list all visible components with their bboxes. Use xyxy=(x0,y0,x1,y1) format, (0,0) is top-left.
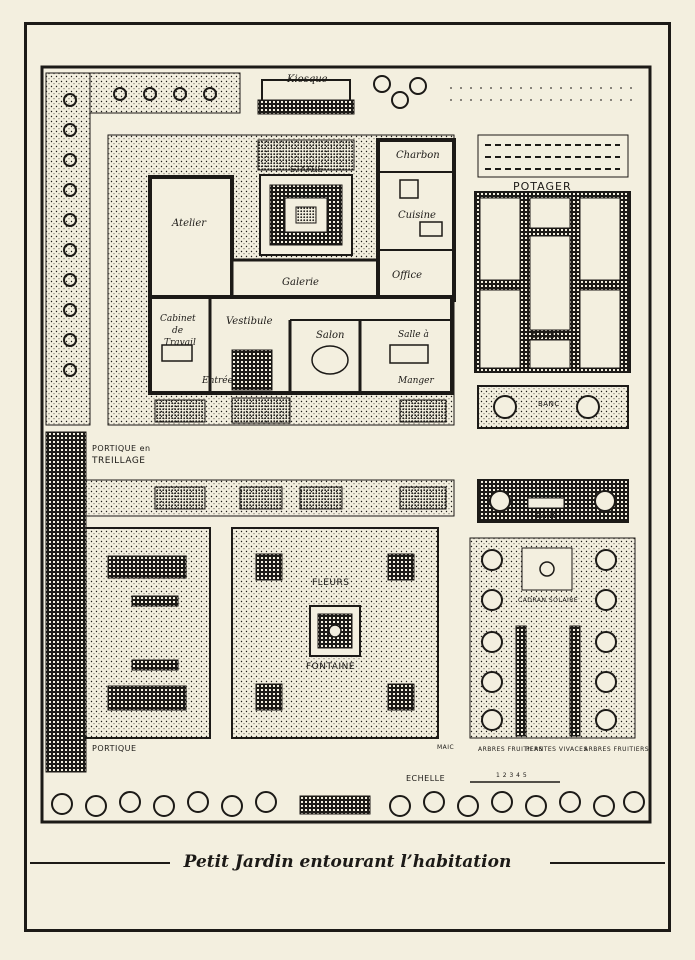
page-frame xyxy=(24,22,671,932)
caption: Petit Jardin entourant l’habitation xyxy=(30,852,665,872)
label-plantes-vivaces: PLANTES VIVACES xyxy=(526,746,588,753)
staircase xyxy=(231,349,273,391)
left-border-trees xyxy=(63,93,77,377)
label-echelle: ECHELLE xyxy=(406,774,446,783)
label-manger: Manger xyxy=(398,376,434,386)
label-cadran-solaire: CADRAN SOLAIRE xyxy=(518,597,579,604)
label-de: de xyxy=(172,326,184,336)
label-salle-a: Salle à xyxy=(398,330,429,340)
bassin xyxy=(529,339,571,369)
label-scale-ticks: 1 2 3 4 5 xyxy=(496,772,528,779)
label-fleurs: FLEURS xyxy=(312,578,350,588)
living-block xyxy=(148,295,454,395)
label-charbon: Charbon xyxy=(396,150,440,161)
caption-row: Petit Jardin entourant l’habitation xyxy=(30,848,665,878)
label-entree: Entrée xyxy=(202,376,233,386)
label-atelier: Atelier xyxy=(172,218,207,229)
label-bassin: BASSIN xyxy=(532,332,561,340)
room-atelier xyxy=(148,175,234,299)
service-wing xyxy=(376,138,456,302)
label-arbres-fruitiers-2: ARBRES FRUITIERS xyxy=(584,746,650,753)
caption-rule-left xyxy=(30,862,170,864)
top-border-trees xyxy=(113,87,217,101)
label-arbres-fruitiers-1: ARBRES FRUITIERS xyxy=(478,746,544,753)
portique-treillage xyxy=(45,431,87,773)
label-galerie: Galerie xyxy=(282,277,319,288)
caption-rule-right xyxy=(550,862,665,864)
label-vestibule: Vestibule xyxy=(226,316,273,327)
label-potager: POTAGER xyxy=(513,180,572,193)
label-banc: BANC xyxy=(536,512,558,520)
label-banc-potager: BANC xyxy=(538,400,560,408)
label-fontaine: FONTAINE xyxy=(306,662,356,672)
banc xyxy=(527,497,565,509)
label-office: Office xyxy=(392,270,422,281)
bottom-shrub-border xyxy=(51,791,645,817)
potager-top-rows xyxy=(477,134,629,178)
fruit-trees xyxy=(481,549,617,731)
caption-text: Petit Jardin entourant l’habitation xyxy=(171,852,524,872)
top-border-bed xyxy=(89,72,241,114)
label-salon: Salon xyxy=(316,330,345,341)
label-portique: PORTIQUE xyxy=(92,744,137,753)
label-statue: STATUE xyxy=(290,165,323,174)
label-kiosque: Kiosque xyxy=(287,74,328,85)
label-cabinet: Cabinet xyxy=(160,314,196,324)
label-portique-en: PORTIQUE en xyxy=(92,444,151,453)
label-travail: Travail xyxy=(164,338,196,348)
left-border-bed xyxy=(45,72,91,426)
label-treillage: TREILLAGE xyxy=(92,456,146,466)
cadran-solaire xyxy=(521,547,573,591)
top-right-shrubs xyxy=(373,75,640,109)
label-maic: MAIC xyxy=(437,744,455,751)
label-cuisine: Cuisine xyxy=(398,210,436,221)
